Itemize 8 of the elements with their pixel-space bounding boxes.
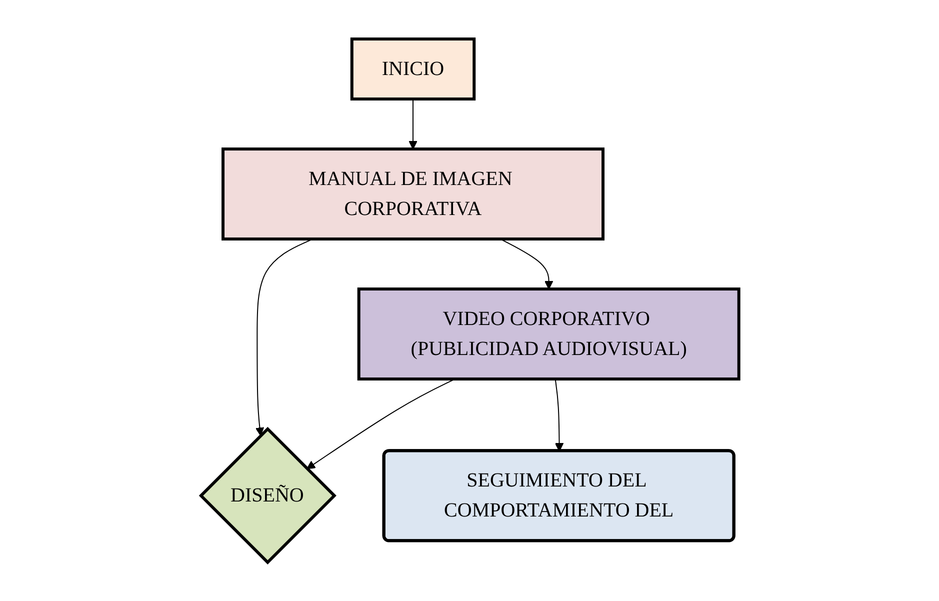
node-diamond: DISEÑO [198,426,336,564]
node-box: VIDEO CORPORATIVO (PUBLICIDAD AUDIOVISUAL) [356,287,740,380]
arrow [254,238,313,436]
node-box: MANUAL DE IMAGEN CORPORATIVA [221,147,604,240]
arrow [408,98,417,150]
arrow [554,378,564,452]
arrow [306,378,456,470]
node-box: INICIO [350,37,476,100]
